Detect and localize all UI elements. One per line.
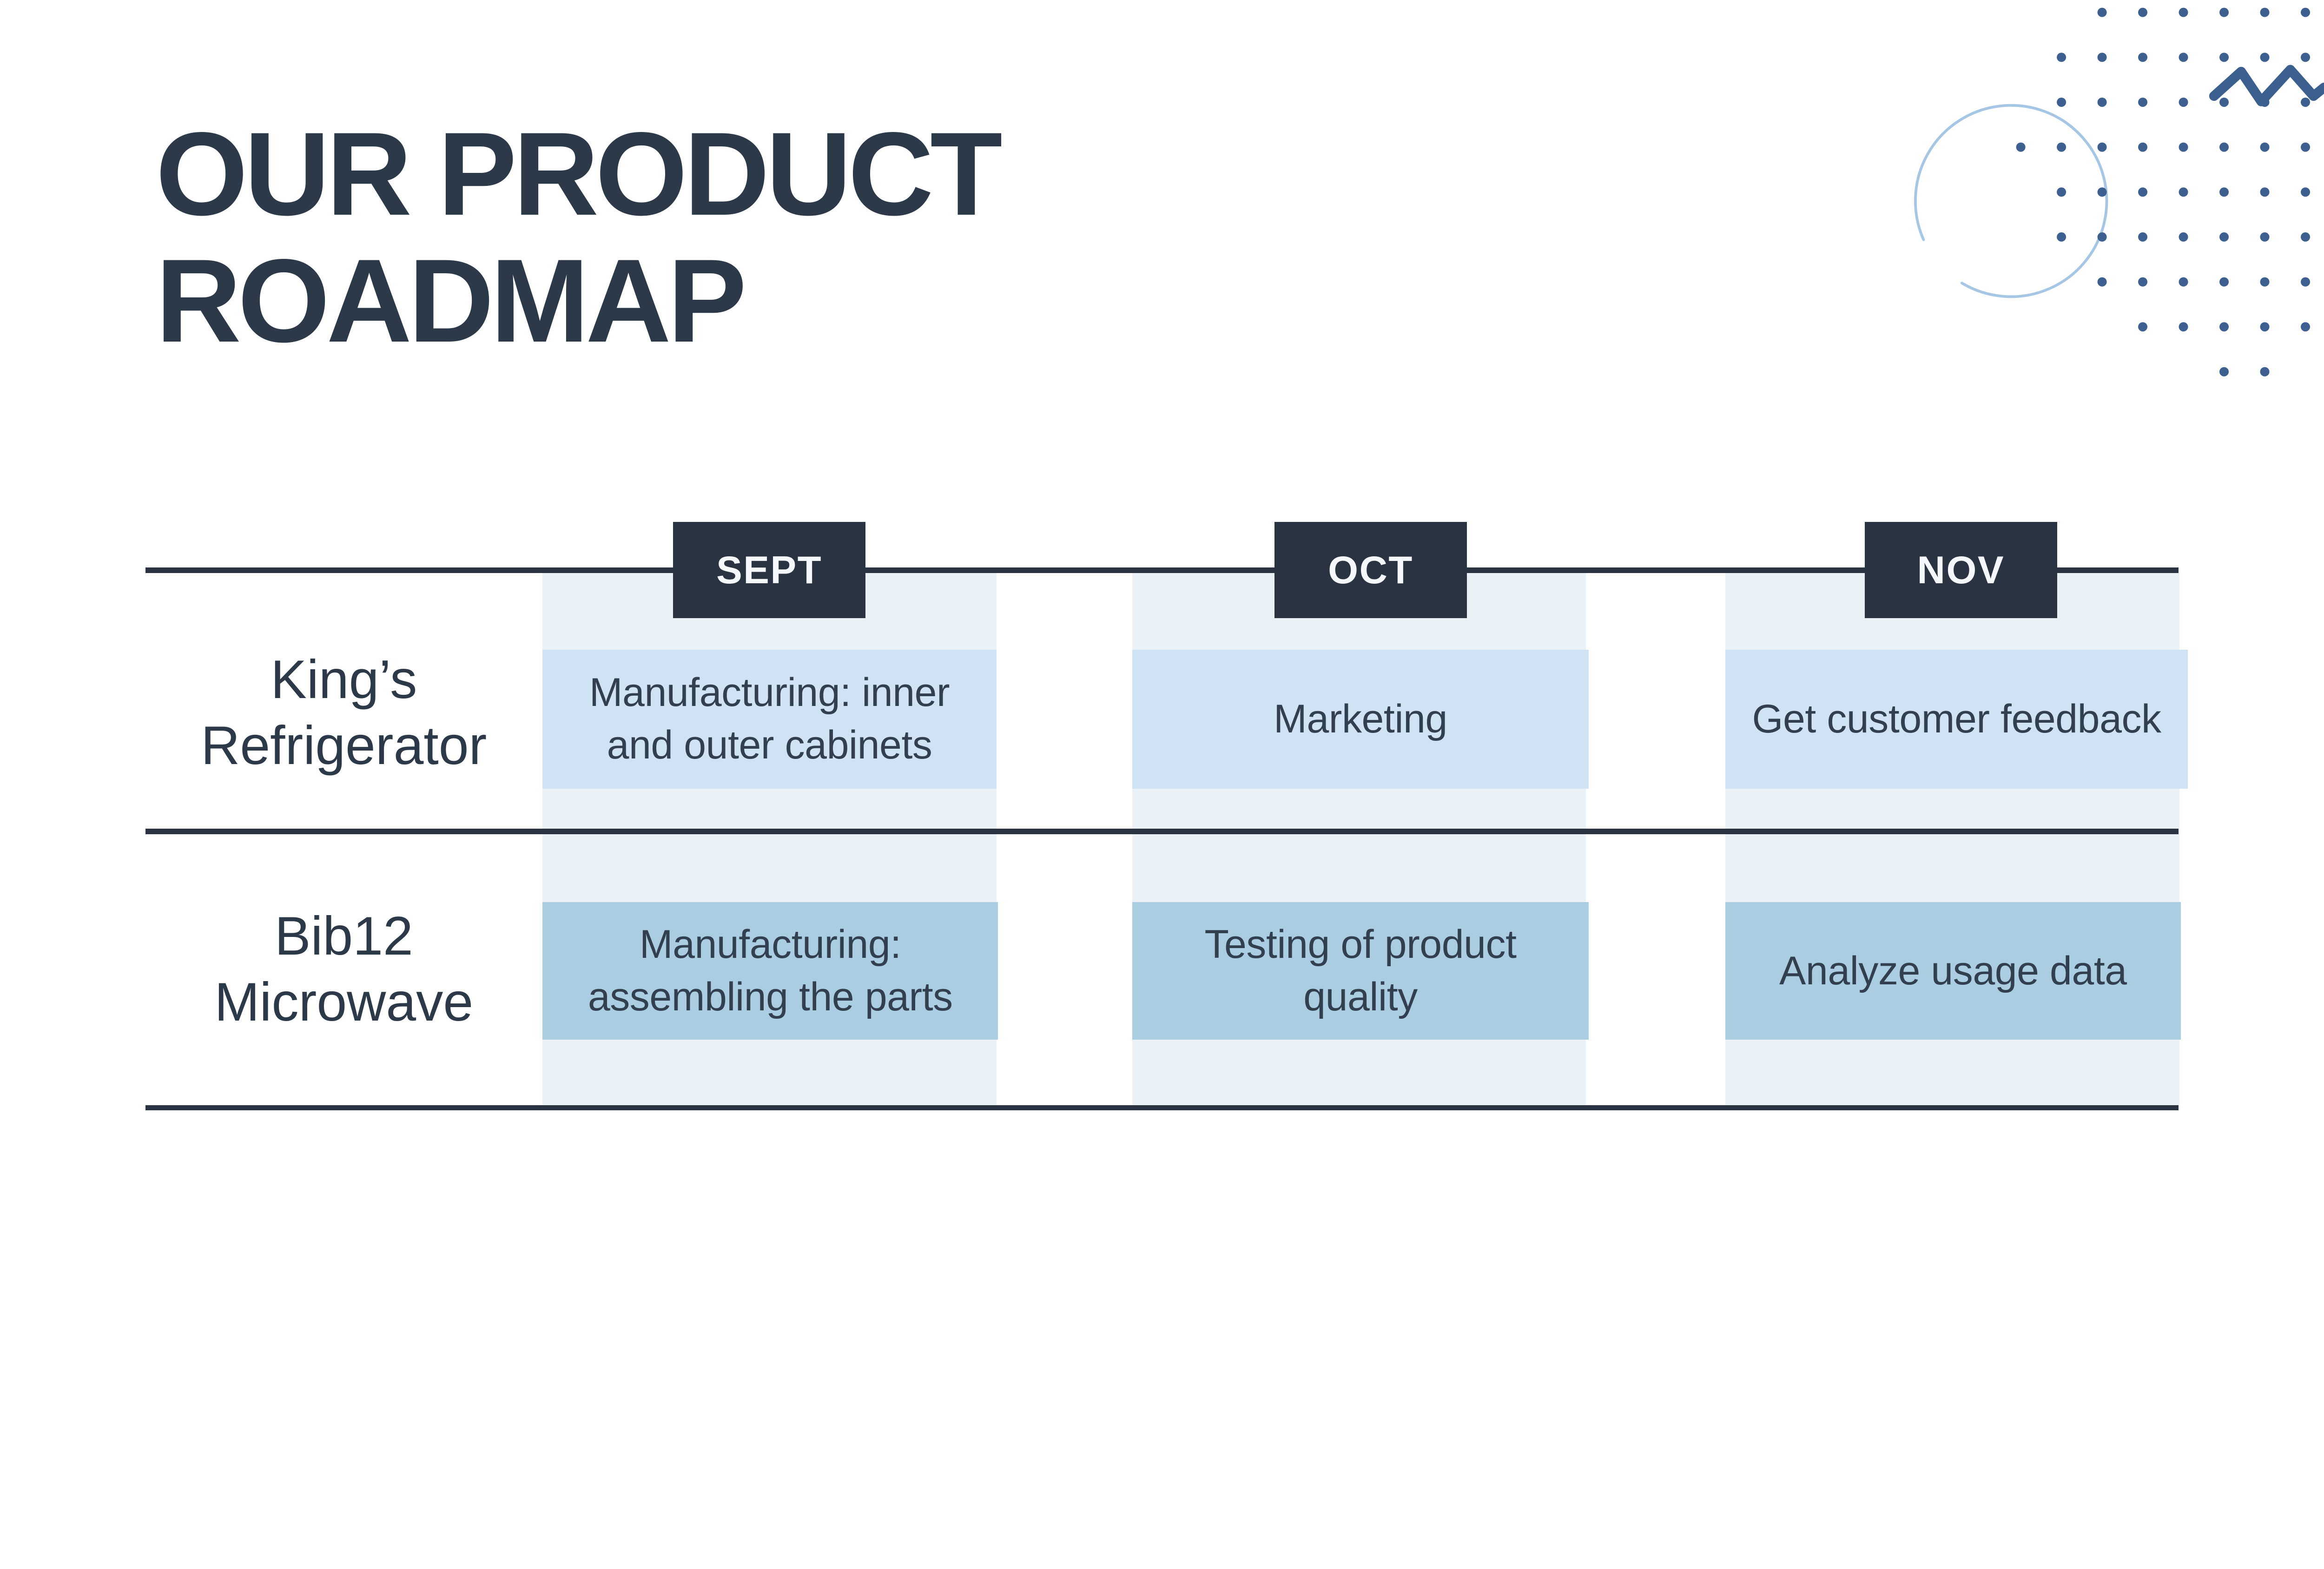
dot-icon xyxy=(2301,187,2311,197)
task-cell: Analyze usage data xyxy=(1725,902,2181,1040)
dot-icon xyxy=(2179,277,2188,287)
task-cell: Get customer feedback xyxy=(1725,649,2188,789)
dot-icon xyxy=(2219,367,2229,376)
dot-icon xyxy=(2057,97,2067,107)
task-cell: Manufacturing: inner and outer cabinets xyxy=(542,649,997,789)
dot-icon xyxy=(2138,53,2148,62)
month-badge-label: NOV xyxy=(1917,547,2005,592)
month-badge-label: OCT xyxy=(1328,547,1413,592)
dot-icon xyxy=(2260,367,2270,376)
dot-icon xyxy=(2179,97,2188,107)
dot-icon xyxy=(2301,97,2311,107)
dot-icon xyxy=(2138,187,2148,197)
dot-icon xyxy=(2016,142,2026,152)
dot-icon xyxy=(2260,187,2270,197)
dots-pattern xyxy=(2016,7,2311,376)
dot-icon xyxy=(2138,142,2148,152)
row-separator-line xyxy=(145,829,2179,834)
dot-icon xyxy=(2219,232,2229,242)
dot-icon xyxy=(2260,97,2270,107)
dot-icon xyxy=(2097,142,2107,152)
dot-icon xyxy=(2057,53,2067,62)
dot-icon xyxy=(2260,232,2270,242)
dot-icon xyxy=(2097,277,2107,287)
dot-icon xyxy=(2179,142,2188,152)
dot-icon xyxy=(2179,187,2188,197)
dot-icon xyxy=(2301,142,2311,152)
dot-icon xyxy=(2260,142,2270,152)
month-badge-nov: NOV xyxy=(1864,522,2057,618)
dot-icon xyxy=(2219,322,2229,332)
dot-icon xyxy=(2260,53,2270,62)
dot-icon xyxy=(2219,142,2229,152)
dot-icon xyxy=(2260,7,2270,17)
dot-icon xyxy=(2138,7,2148,17)
slide-canvas: OUR PRODUCT ROADMAP SEPT OCT NOV King’s … xyxy=(145,7,2324,1111)
month-badge-label: SEPT xyxy=(716,547,823,592)
dot-icon xyxy=(2097,53,2107,62)
dot-icon xyxy=(2097,7,2107,17)
dot-icon xyxy=(2179,232,2188,242)
dot-icon xyxy=(2301,232,2311,242)
dot-icon xyxy=(2138,322,2148,332)
dot-icon xyxy=(2260,322,2270,332)
month-badge-sept: SEPT xyxy=(673,522,866,618)
dot-icon xyxy=(2301,277,2311,287)
dot-icon xyxy=(2097,232,2107,242)
dot-icon xyxy=(2301,322,2311,332)
product-label-bib12-microwave: Bib12 Microwave xyxy=(214,906,474,1033)
timeline-line-top xyxy=(145,567,2179,573)
dot-icon xyxy=(2138,232,2148,242)
dot-icon xyxy=(2219,97,2229,107)
dot-icon xyxy=(2301,53,2311,62)
dot-icon xyxy=(2057,142,2067,152)
dot-icon xyxy=(2138,97,2148,107)
dot-icon xyxy=(2057,187,2067,197)
product-label-kings-refrigerator: King’s Refrigerator xyxy=(201,649,487,776)
dot-icon xyxy=(2179,7,2188,17)
dot-icon xyxy=(2097,97,2107,107)
task-cell: Testing of product quality xyxy=(1132,902,1589,1040)
dot-icon xyxy=(2138,277,2148,287)
dot-icon xyxy=(2057,232,2067,242)
page-title: OUR PRODUCT ROADMAP xyxy=(156,108,1003,367)
zigzag-decoration xyxy=(2209,65,2324,106)
dot-icon xyxy=(2219,187,2229,197)
month-badge-oct: OCT xyxy=(1274,522,1467,618)
dot-icon xyxy=(2219,53,2229,62)
dot-icon xyxy=(2301,7,2311,17)
dot-icon xyxy=(2219,7,2229,17)
dot-icon xyxy=(2179,53,2188,62)
timeline-line-bottom xyxy=(145,1105,2179,1111)
task-cell: Manufacturing: assembling the parts xyxy=(542,902,998,1040)
dot-icon xyxy=(2097,187,2107,197)
dot-icon xyxy=(2219,277,2229,287)
dot-icon xyxy=(2179,322,2188,332)
dot-icon xyxy=(2260,277,2270,287)
circle-decoration xyxy=(1914,104,2108,298)
task-cell: Marketing xyxy=(1132,649,1589,789)
